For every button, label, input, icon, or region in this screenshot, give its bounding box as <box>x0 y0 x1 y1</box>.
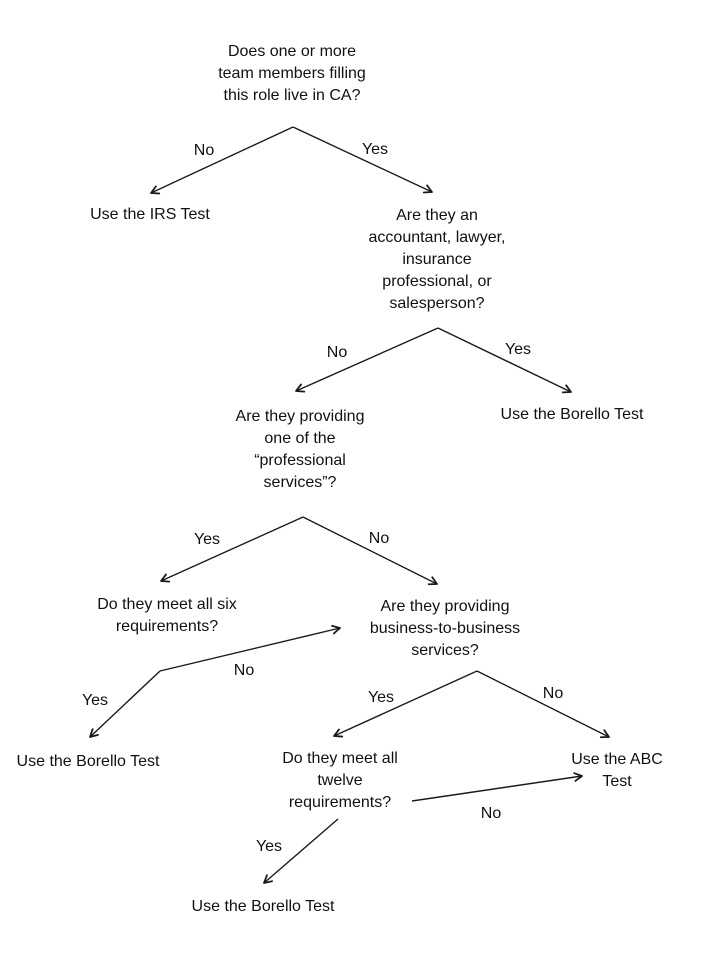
node-exempt-professions: Are they an accountant, lawyer, insuranc… <box>368 207 506 312</box>
edge-label-twelve-requirements-yes: Yes <box>255 838 283 855</box>
edge-label-live-in-ca-no: No <box>193 142 215 159</box>
edge-six-requirements-yes <box>89 670 161 738</box>
edge-label-exempt-professions-no: No <box>326 344 348 361</box>
edge-label-six-requirements-no: No <box>233 662 255 679</box>
edge-live-in-ca-no <box>150 126 294 195</box>
edge-six-requirements-no <box>159 624 341 672</box>
edge-twelve-requirements-yes <box>263 818 339 884</box>
edge-label-b2b-services-yes: Yes <box>367 689 395 706</box>
edge-exempt-professions-yes <box>437 327 572 394</box>
edge-label-professional-services-yes: Yes <box>193 531 221 548</box>
edge-label-professional-services-no: No <box>368 530 390 547</box>
node-b2b-services: Are they providing business-to-business … <box>369 598 521 659</box>
edge-live-in-ca-yes <box>292 126 433 194</box>
node-use-abc-test: Use the ABC Test <box>571 751 663 790</box>
edge-twelve-requirements-no <box>411 772 583 802</box>
edge-label-exempt-professions-yes: Yes <box>504 341 532 358</box>
node-twelve-requirements: Do they meet all twelve requirements? <box>282 750 398 811</box>
edge-professional-services-yes <box>160 516 304 583</box>
edge-exempt-professions-no <box>295 327 439 393</box>
node-use-borello-test-2: Use the Borello Test <box>16 753 160 770</box>
edge-label-live-in-ca-yes: Yes <box>361 141 389 158</box>
node-professional-services: Are they providing one of the “professio… <box>235 408 365 491</box>
edge-label-six-requirements-yes: Yes <box>81 692 109 709</box>
edge-b2b-services-yes <box>333 670 478 738</box>
edge-label-b2b-services-no: No <box>542 685 564 702</box>
edge-professional-services-no <box>302 516 438 586</box>
node-use-borello-test-1: Use the Borello Test <box>500 406 644 423</box>
node-use-borello-test-3: Use the Borello Test <box>191 898 335 915</box>
edge-label-twelve-requirements-no: No <box>480 805 502 822</box>
node-six-requirements: Do they meet all six requirements? <box>97 596 237 635</box>
node-use-irs-test: Use the IRS Test <box>90 206 210 223</box>
node-live-in-ca: Does one or more team members filling th… <box>218 43 366 104</box>
edge-b2b-services-no <box>476 670 610 739</box>
